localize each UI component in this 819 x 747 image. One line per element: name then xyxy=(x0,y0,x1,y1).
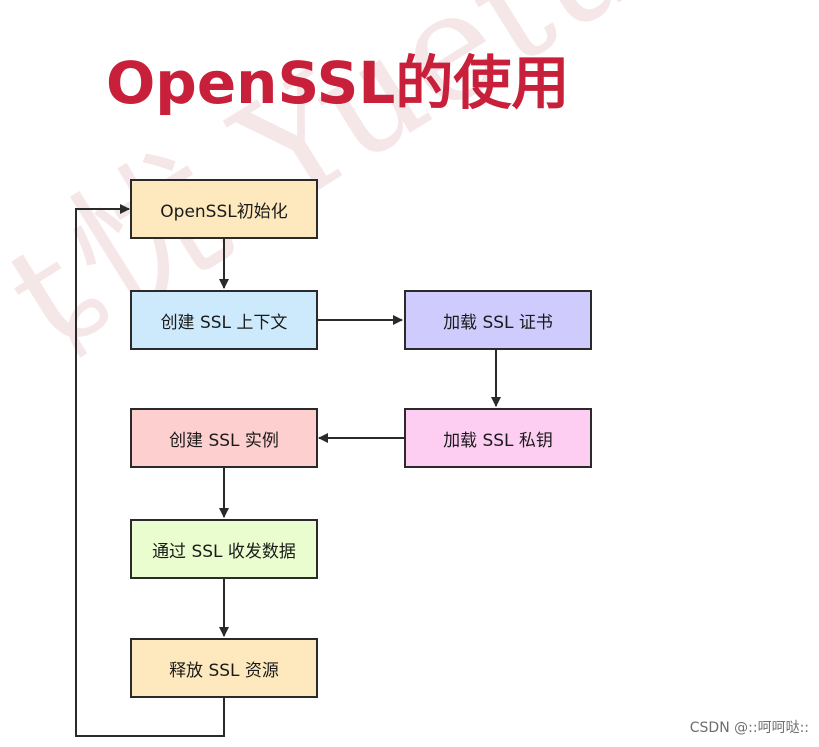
node-create-ssl-instance: 创建 SSL 实例 xyxy=(130,408,318,468)
node-ssl-transfer-data: 通过 SSL 收发数据 xyxy=(130,519,318,579)
node-load-ssl-cert: 加载 SSL 证书 xyxy=(404,290,592,350)
node-openssl-init: OpenSSL初始化 xyxy=(130,179,318,239)
node-load-ssl-key: 加载 SSL 私钥 xyxy=(404,408,592,468)
csdn-attribution: CSDN @::呵呵哒:: xyxy=(689,720,809,736)
node-free-ssl-resources-label: 释放 SSL 资源 xyxy=(169,660,279,681)
arrow-loop-back xyxy=(75,204,225,737)
node-create-ssl-context: 创建 SSL 上下文 xyxy=(130,290,318,350)
node-ssl-transfer-data-label: 通过 SSL 收发数据 xyxy=(152,541,296,562)
node-load-ssl-cert-label: 加载 SSL 证书 xyxy=(443,312,553,333)
node-create-ssl-context-label: 创建 SSL 上下文 xyxy=(160,312,288,333)
node-load-ssl-key-label: 加载 SSL 私钥 xyxy=(443,430,553,451)
page-title: OpenSSL的使用 xyxy=(106,49,570,117)
node-create-ssl-instance-label: 创建 SSL 实例 xyxy=(169,430,279,451)
node-free-ssl-resources: 释放 SSL 资源 xyxy=(130,638,318,698)
node-openssl-init-label: OpenSSL初始化 xyxy=(160,201,288,222)
